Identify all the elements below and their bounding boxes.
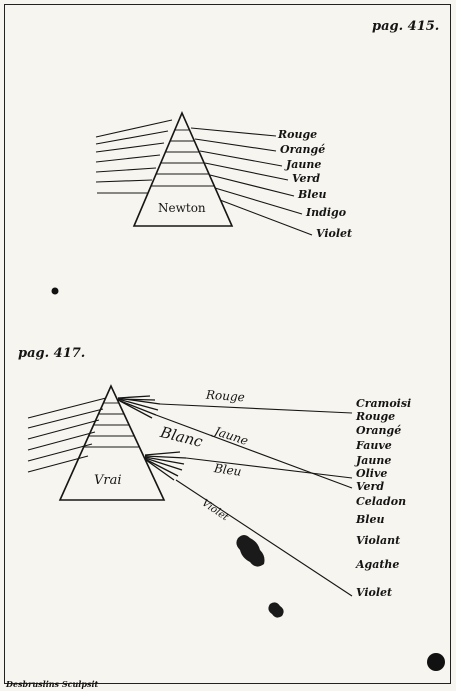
- light-burst-bottom: [144, 451, 187, 481]
- color-label: Fauve: [356, 439, 392, 452]
- page-ref-bottom: pag. 417.: [18, 346, 86, 361]
- color-label: Verd: [292, 172, 321, 185]
- color-label: Rouge: [278, 128, 318, 141]
- color-label: Agathe: [356, 558, 400, 571]
- ink-blot: [236, 535, 265, 567]
- color-label: Indigo: [306, 206, 347, 219]
- color-label: Olive: [356, 467, 388, 480]
- color-label: Orangé: [356, 424, 402, 437]
- ink-blot: [268, 602, 284, 618]
- ink-blot: [427, 653, 445, 671]
- prism-hatching: [151, 129, 214, 187]
- engraver-signature: Desbruslins Sculpsit: [6, 679, 99, 689]
- color-label: Jaune: [286, 158, 322, 171]
- ray-jaune: [155, 414, 353, 489]
- prism-hatching: [84, 402, 139, 448]
- color-label: Rouge: [356, 410, 396, 423]
- page-ref-top: pag. 415.: [372, 19, 440, 34]
- vrai-figure: [27, 384, 353, 597]
- color-label: Violet: [356, 586, 393, 599]
- color-label: Orangé: [280, 143, 326, 156]
- ray-violet: [175, 479, 353, 597]
- ray-rouge: [159, 403, 353, 414]
- newton-prism-label: Newton: [158, 201, 206, 215]
- color-label: Cramoisi: [356, 397, 412, 410]
- light-burst-top: [117, 395, 161, 419]
- color-label: Violet: [316, 227, 353, 240]
- color-label: Verd: [356, 480, 385, 493]
- dispersed-rays: [190, 127, 313, 236]
- ink-blot: [51, 287, 59, 295]
- color-label: Bleu: [298, 188, 327, 201]
- vrai-prism-label: Vrai: [94, 473, 122, 488]
- ray-label-bleu: Bleu: [213, 461, 243, 479]
- color-label: Bleu: [356, 513, 385, 526]
- ray-label-rouge: Rouge: [205, 387, 246, 405]
- vrai-prism: [58, 384, 166, 501]
- newton-figure: [95, 110, 313, 236]
- color-label: Violant: [356, 534, 401, 547]
- long-rays: [155, 403, 353, 597]
- color-label: Celadon: [356, 495, 407, 508]
- ray-bleu: [185, 457, 353, 479]
- newton-prism: [132, 110, 234, 227]
- incoming-rays: [95, 119, 173, 194]
- color-label: Jaune: [356, 454, 392, 467]
- plate-border: [4, 4, 451, 684]
- incoming-rays: [27, 397, 107, 473]
